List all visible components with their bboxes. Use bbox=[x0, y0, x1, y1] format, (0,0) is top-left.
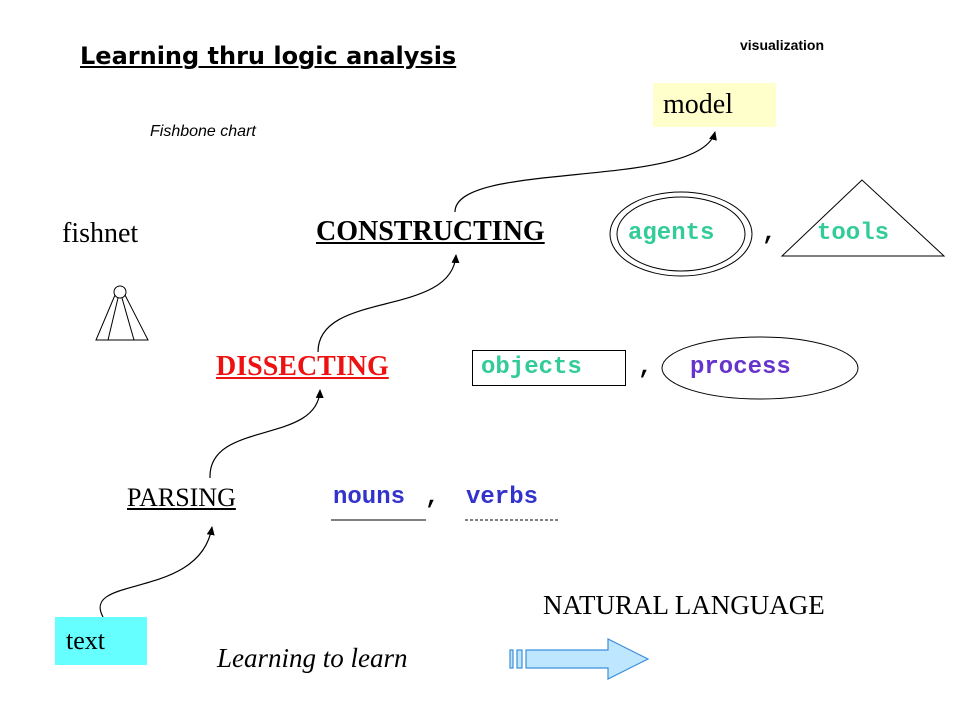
model-label: model bbox=[663, 89, 733, 120]
fishnet-icon bbox=[95, 285, 149, 341]
verbs-label: verbs bbox=[466, 484, 539, 511]
block-arrow-right bbox=[509, 638, 650, 680]
objects-label: objects bbox=[481, 354, 582, 381]
parsing-separator: , bbox=[425, 484, 440, 511]
natural-language-label: NATURAL LANGUAGE bbox=[543, 590, 825, 620]
parsing-label: PARSING bbox=[127, 483, 236, 512]
objects-box bbox=[472, 350, 626, 386]
dissecting-label: DISSECTING bbox=[216, 351, 389, 382]
tools-triangle bbox=[780, 179, 946, 257]
text-box: text bbox=[55, 617, 147, 665]
page-title: Learning thru logic analysis bbox=[80, 42, 457, 70]
process-label: process bbox=[690, 354, 791, 381]
text-label: text bbox=[66, 626, 105, 655]
arrow-parsing-to-dissecting bbox=[209, 389, 324, 479]
learning-to-learn-label: Learning to learn bbox=[217, 643, 408, 673]
agents-double-ellipse-inner bbox=[616, 196, 746, 272]
arrow-text-to-parsing bbox=[99, 526, 215, 618]
visualization-label: visualization bbox=[740, 37, 825, 53]
process-ellipse bbox=[661, 336, 859, 400]
agents-label: agents bbox=[628, 220, 715, 247]
fishbone-chart-label: Fishbone chart bbox=[150, 123, 256, 140]
constructing-label: CONSTRUCTING bbox=[316, 216, 545, 247]
arrow-constructing-to-model bbox=[454, 131, 717, 213]
nouns-label: nouns bbox=[333, 484, 406, 511]
constructing-separator: , bbox=[762, 220, 777, 247]
dissecting-separator: , bbox=[638, 354, 653, 381]
fishnet-label: fishnet bbox=[62, 218, 139, 249]
tools-label: tools bbox=[817, 220, 890, 247]
arrow-dissecting-to-constructing bbox=[317, 254, 460, 353]
agents-double-ellipse-outer bbox=[609, 191, 753, 277]
model-box: model bbox=[653, 83, 776, 127]
